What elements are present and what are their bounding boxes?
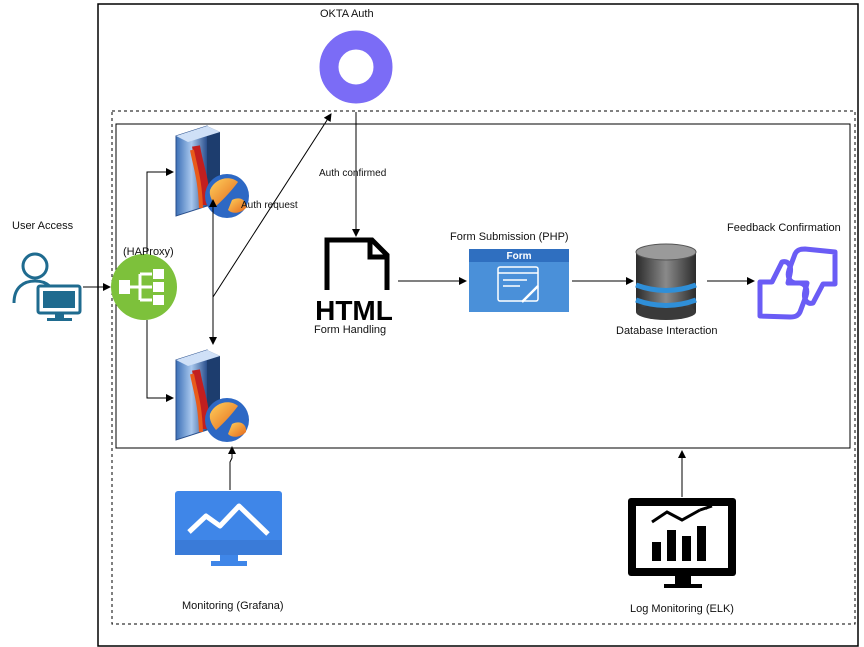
form-submission-label: Form Submission (PHP): [450, 231, 569, 243]
monitor-bar-chart-icon[interactable]: [628, 498, 736, 588]
html-logo-text: HTML: [315, 295, 393, 326]
okta-ring-icon[interactable]: [319, 30, 393, 104]
form-handling-label: Form Handling: [314, 324, 387, 336]
okta-auth-label: OKTA Auth: [320, 8, 374, 20]
outer-boundary: [97, 3, 859, 647]
grafana-label: Monitoring (Grafana): [182, 600, 284, 612]
auth-request-label: Auth request: [241, 200, 298, 211]
thumbs-up-down-icon[interactable]: [757, 246, 838, 320]
dashed-zone: [111, 110, 856, 625]
edge-haproxy-server-top: [146, 168, 174, 254]
auth-confirmed-label: Auth confirmed: [319, 168, 387, 179]
user-access-label: User Access: [12, 220, 74, 232]
form-title: Form: [507, 251, 532, 262]
monitor-graph-icon[interactable]: [175, 491, 282, 566]
web-form-icon[interactable]: Form: [469, 249, 569, 312]
feedback-label: Feedback Confirmation: [727, 222, 841, 234]
database-label: Database Interaction: [616, 325, 718, 337]
edge-grafana-server: [228, 446, 236, 490]
elk-label: Log Monitoring (ELK): [630, 603, 734, 615]
haproxy-label: (HAProxy): [123, 246, 174, 258]
user-computer-icon[interactable]: [12, 252, 82, 321]
html-file-icon[interactable]: HTML: [315, 237, 393, 326]
database-cylinder-icon[interactable]: [635, 243, 697, 320]
web-server-bottom-icon[interactable]: [175, 349, 249, 442]
load-balancer-icon[interactable]: [111, 254, 177, 320]
edge-auth-request: [212, 113, 332, 298]
edge-haproxy-server-bottom: [146, 320, 174, 402]
web-server-top-icon[interactable]: [175, 125, 249, 218]
connectors: [83, 112, 755, 497]
